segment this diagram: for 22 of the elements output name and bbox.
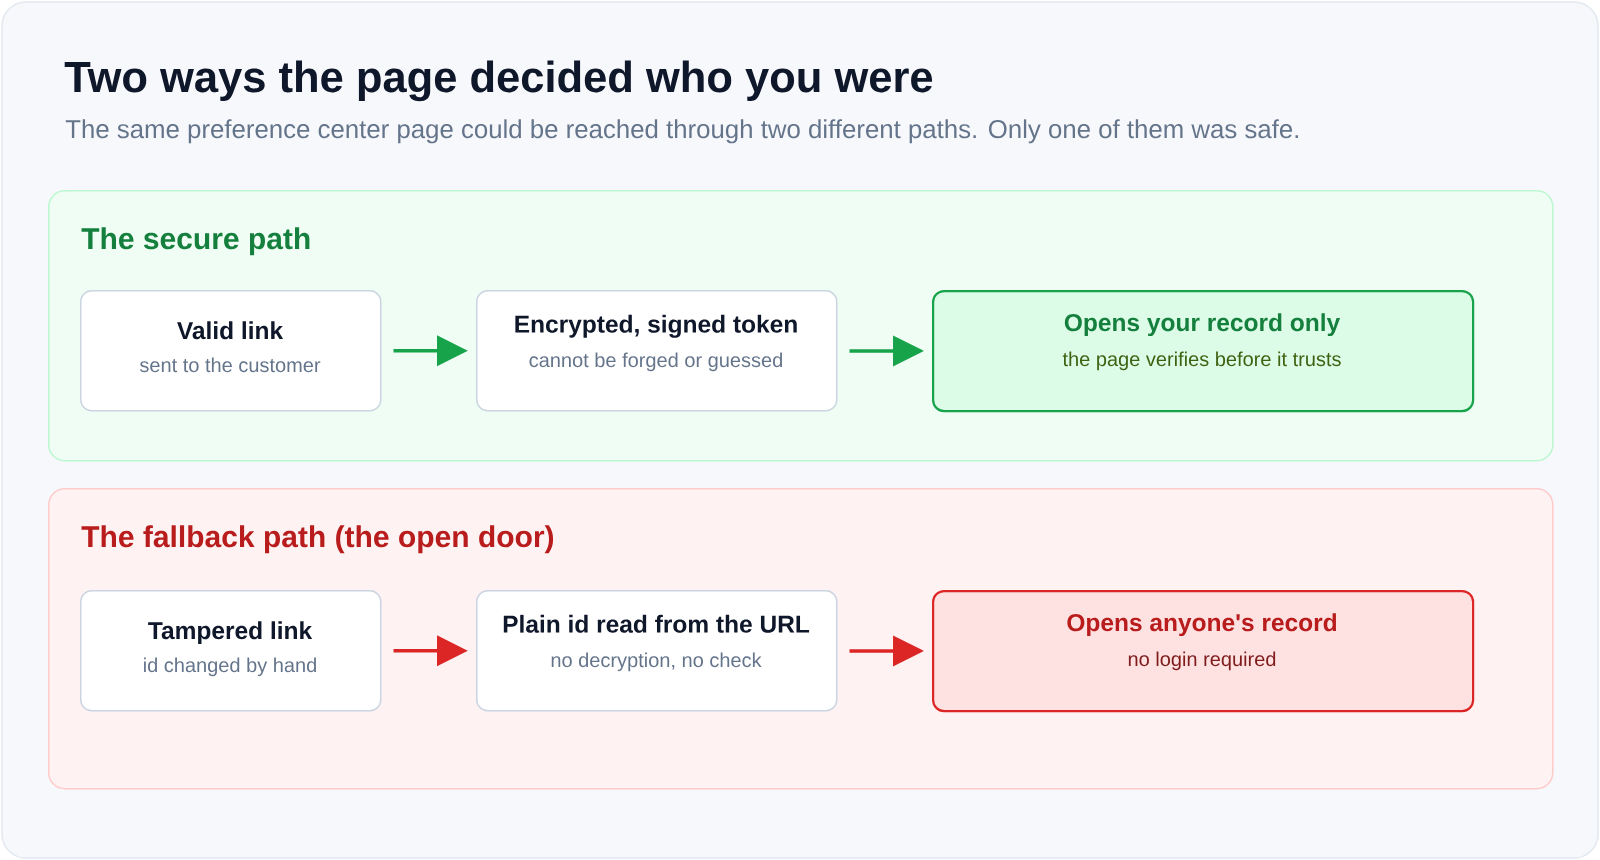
process-box — [476, 590, 838, 712]
subtitle: The same preference center page could be reached through two different paths. Only one of them was safe. — [65, 119, 1298, 144]
box-title: Plain id read from the URL — [503, 614, 810, 633]
box-subtitle: sent to the customer — [139, 357, 321, 373]
result-box — [932, 590, 1475, 713]
box-title: Valid link — [177, 321, 284, 340]
box-title: Tampered link — [148, 621, 313, 645]
box-subtitle: id changed by hand — [144, 657, 316, 677]
box-subtitle: cannot be forged or guessed — [529, 352, 782, 372]
box-title: Opens anyone's record — [1067, 613, 1337, 637]
box-subtitle: no login required — [1128, 651, 1276, 671]
panel-heading: The fallback path (the open door) — [81, 525, 554, 554]
box-title: Opens your record only — [1064, 313, 1341, 337]
panel-heading: The secure path — [81, 227, 310, 256]
process-box — [80, 290, 382, 412]
box-subtitle: no decryption, no check — [551, 652, 762, 672]
process-box — [80, 590, 382, 712]
box-title: Encrypted, signed token — [515, 314, 797, 338]
process-box — [476, 290, 838, 412]
box-subtitle: the page verifies before it trusts — [1062, 351, 1341, 371]
result-box — [932, 290, 1475, 413]
title: Two ways the page decided who you were — [64, 60, 933, 102]
